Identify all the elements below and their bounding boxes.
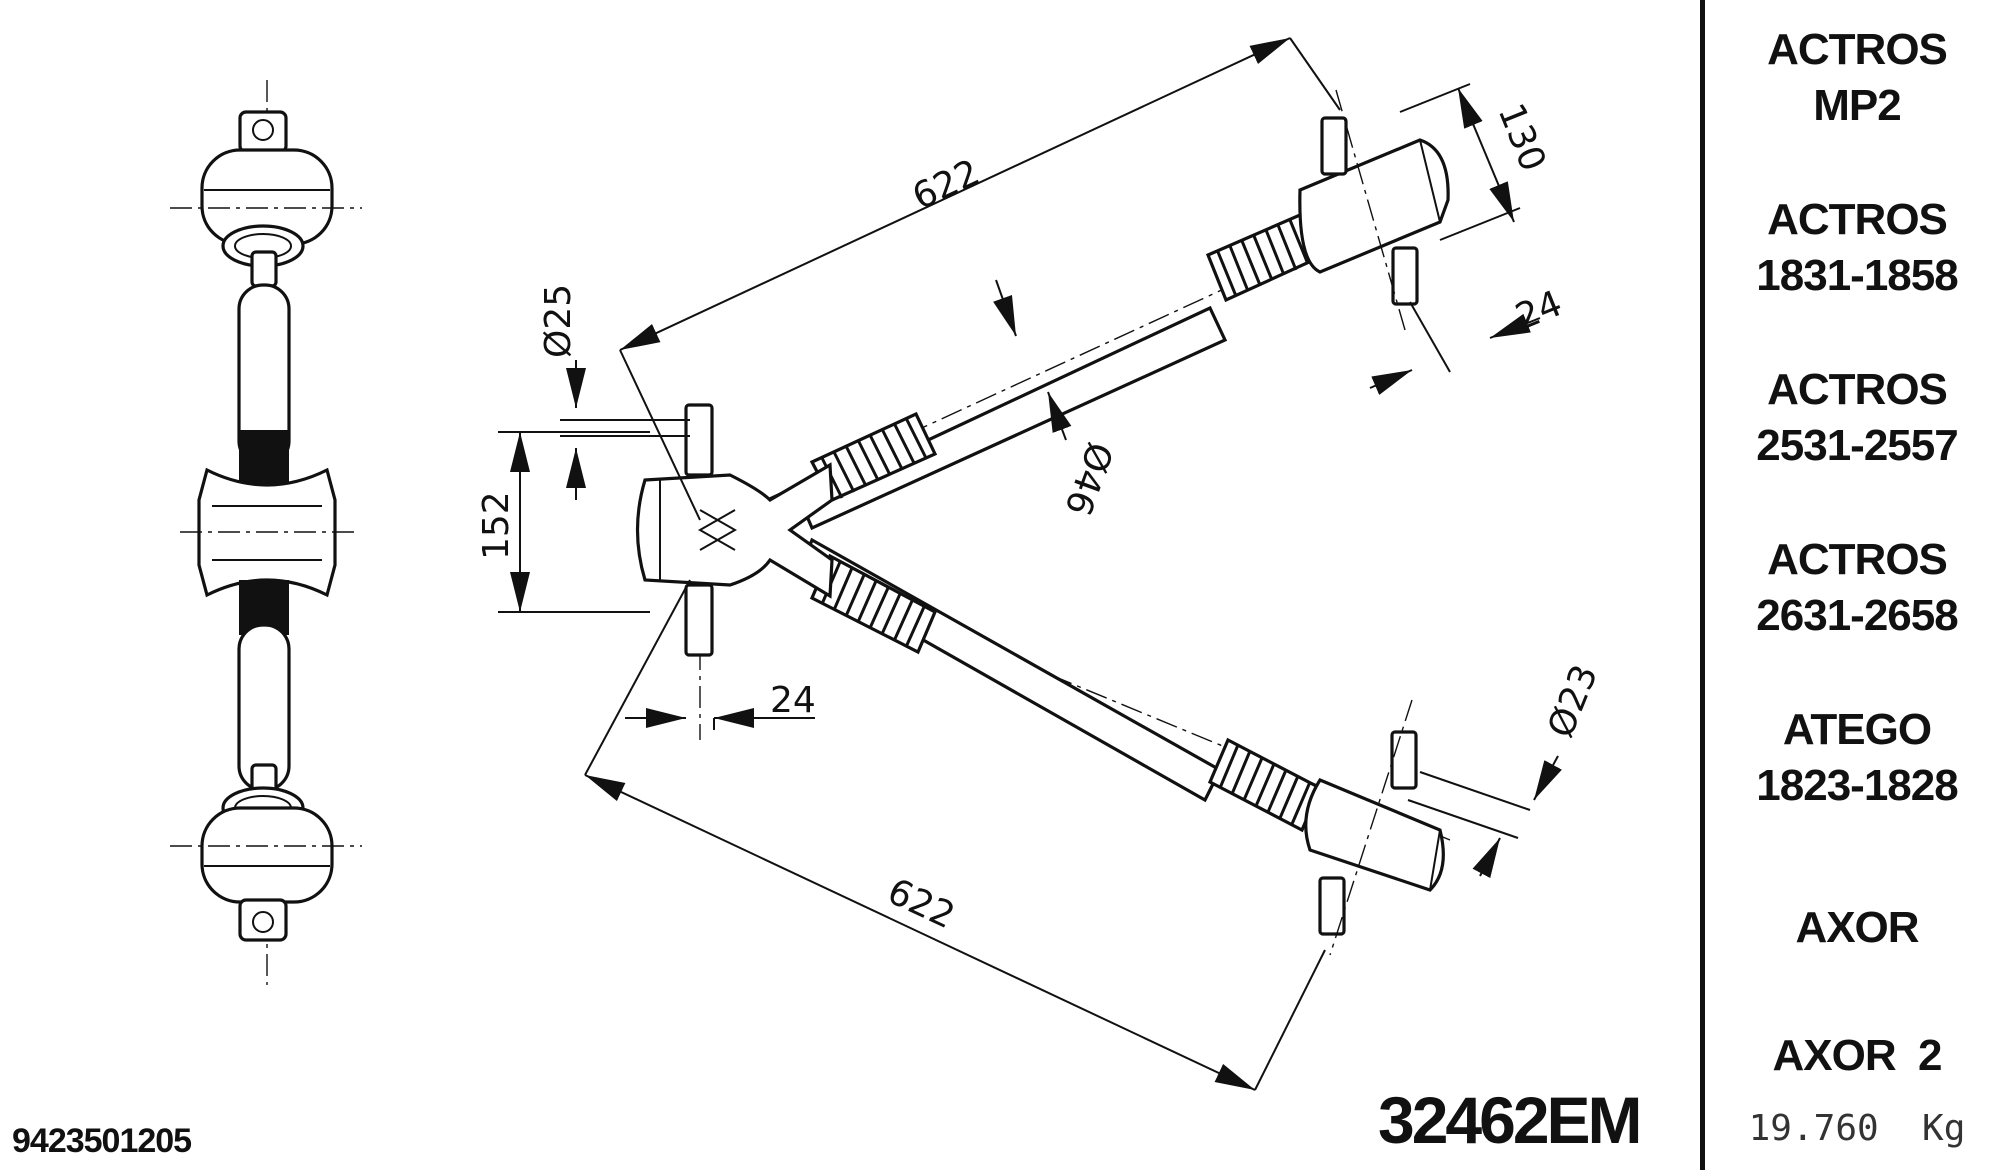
reference-code: 32462EM [1378,1083,1643,1157]
dim-bolt-diameter-right: Ø23 [1540,659,1606,743]
dim-rod-diameter: Ø46 [1056,437,1120,521]
technical-drawing: 622 622 152 Ø25 Ø46 130 24 24 Ø23 [170,37,1606,1091]
application-item: AXOR [1795,903,1919,952]
dim-end-height: 130 [1490,98,1554,177]
dim-lower-arm-length: 622 [881,871,961,937]
dimension-lines [498,37,1562,1091]
part-number: 9423501205 [12,1122,192,1160]
lower-thread-left [820,561,926,648]
application-item: ACTROS MP2 [1767,25,1948,130]
dim-bush-width: 152 [476,491,517,560]
applications-list: ACTROS MP2 ACTROS 1831-1858 ACTROS 2531-… [1712,22,2002,1112]
application-item: ACTROS 2631-2658 [1756,535,1958,640]
weight-value: 19.760 Kg [1748,1108,1966,1149]
application-item: ATEGO 1823-1828 [1756,705,1958,810]
dim-bolt-diameter-left: Ø25 [538,284,579,358]
side-view [170,80,362,985]
application-item: ACTROS 1831-1858 [1756,195,1958,300]
dim-end-offset-right: 24 [1510,283,1568,338]
dim-upper-arm-length: 622 [906,152,986,218]
application-item: ACTROS 2531-2557 [1756,365,1958,470]
front-view [635,89,1451,956]
dim-end-offset-left: 24 [770,680,816,721]
application-item: AXOR 2 [1772,1031,1942,1080]
vertical-divider [1700,0,1705,1170]
